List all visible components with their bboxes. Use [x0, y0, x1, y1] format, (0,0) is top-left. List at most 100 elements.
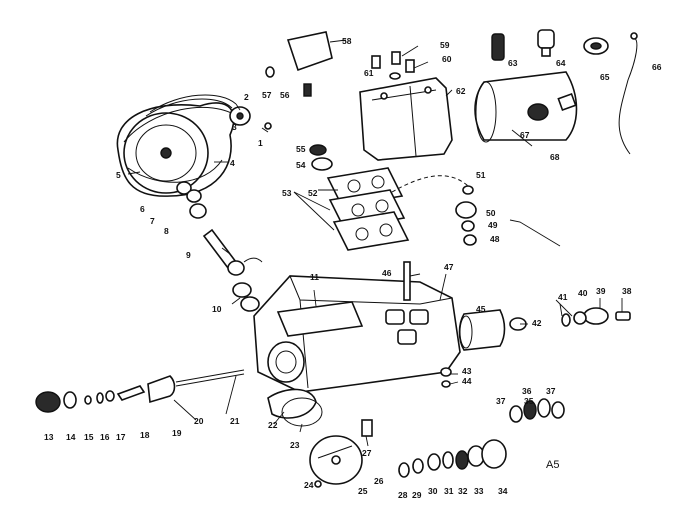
label-5: 5: [116, 170, 121, 180]
label-35: 35: [524, 396, 534, 406]
label-18: 18: [140, 430, 150, 440]
label-13: 13: [44, 432, 54, 442]
label-16: 16: [100, 432, 110, 442]
reference-code: A5: [546, 459, 559, 471]
label-42: 42: [532, 318, 542, 328]
label-54: 54: [296, 160, 306, 170]
label-17: 17: [116, 432, 126, 442]
label-14: 14: [66, 432, 76, 442]
gasket-23: [281, 397, 323, 427]
label-39: 39: [596, 286, 606, 296]
label-26: 26: [374, 476, 384, 486]
pressure-switch-63: [491, 33, 505, 61]
label-44: 44: [462, 376, 472, 386]
cylinder-head: [359, 77, 453, 161]
pump-assembly-28-34: [398, 439, 507, 478]
side-cover-25: [309, 435, 363, 485]
label-34: 34: [498, 486, 508, 496]
label-2: 2: [244, 92, 249, 102]
rod-46: [403, 261, 411, 301]
label-48: 48: [490, 234, 500, 244]
label-28: 28: [398, 490, 408, 500]
crankcase-cover-11: [276, 301, 364, 337]
crankshaft: [202, 228, 263, 276]
label-8: 8: [164, 226, 169, 236]
screw-24: [314, 480, 322, 488]
label-37: 37: [496, 396, 506, 406]
label-27: 27: [362, 448, 372, 458]
label-52: 52: [308, 188, 318, 198]
label-9: 9: [186, 250, 191, 260]
tank-fitting-67: [527, 92, 577, 121]
label-3: 3: [232, 122, 237, 132]
valve-65: [583, 37, 609, 55]
label-19: 19: [172, 428, 182, 438]
tank-68: [474, 71, 578, 143]
flywheel-hub-parts: [176, 181, 207, 219]
gauge-64: [537, 29, 555, 57]
label-24: 24: [304, 480, 314, 490]
motor-pulley: [229, 106, 251, 126]
label-33: 33: [474, 486, 484, 496]
spacer-27: [361, 419, 373, 437]
part-labels: 1 2 3 4 5 6 7 8 9 10 11 13 14 15 16 17 1…: [44, 36, 662, 500]
label-29: 29: [412, 490, 422, 500]
label-38: 38: [622, 286, 632, 296]
label-36: 36: [522, 386, 532, 396]
label-46: 46: [382, 268, 392, 278]
pulley-bolt: [261, 122, 272, 133]
label-57: 57: [262, 90, 272, 100]
label-21: 21: [230, 416, 240, 426]
label-11: 11: [310, 272, 319, 282]
label-32: 32: [458, 486, 468, 496]
label-68: 68: [550, 152, 560, 162]
label-62: 62: [456, 86, 466, 96]
cylinder-sleeve-45: [458, 309, 506, 351]
label-67: 67: [520, 130, 530, 140]
fitting-43-44: [440, 367, 452, 388]
base-plate-22: [267, 388, 317, 419]
small-fitting-57: [265, 66, 275, 78]
label-37b: 37: [546, 386, 556, 396]
breather-56: [303, 83, 312, 97]
label-60: 60: [442, 54, 452, 64]
leader-lines: [127, 39, 623, 447]
label-50: 50: [486, 208, 496, 218]
belt: [145, 94, 237, 117]
label-56: 56: [280, 90, 290, 100]
valve-spring: [309, 144, 333, 171]
label-45: 45: [476, 304, 486, 314]
pump-end-35-37: [509, 398, 565, 423]
label-65: 65: [600, 72, 610, 82]
label-6: 6: [140, 204, 145, 214]
label-49: 49: [488, 220, 498, 230]
label-15: 15: [84, 432, 94, 442]
label-51: 51: [476, 170, 486, 180]
crank-bearings: [232, 282, 260, 312]
label-59: 59: [440, 40, 450, 50]
check-valve-stack: [455, 185, 477, 246]
label-41: 41: [558, 292, 568, 302]
label-64: 64: [556, 58, 566, 68]
label-23: 23: [290, 440, 300, 450]
label-58: 58: [342, 36, 352, 46]
label-63: 63: [508, 58, 518, 68]
label-43: 43: [462, 366, 472, 376]
cord-66: [618, 32, 638, 155]
label-47: 47: [444, 262, 454, 272]
left-shaft-assembly: [35, 369, 245, 413]
flywheel-belt-guard: [116, 102, 241, 197]
filter-cover: [286, 31, 333, 72]
label-20: 20: [194, 416, 204, 426]
label-25: 25: [358, 486, 368, 496]
label-31: 31: [444, 486, 454, 496]
label-53: 53: [282, 188, 292, 198]
valve-plates-gaskets: [326, 167, 410, 251]
pump-end-38-41: [561, 307, 631, 327]
label-10: 10: [212, 304, 222, 314]
label-7: 7: [150, 216, 155, 226]
label-1: 1: [258, 138, 263, 148]
label-22: 22: [268, 420, 278, 430]
label-66: 66: [652, 62, 662, 72]
